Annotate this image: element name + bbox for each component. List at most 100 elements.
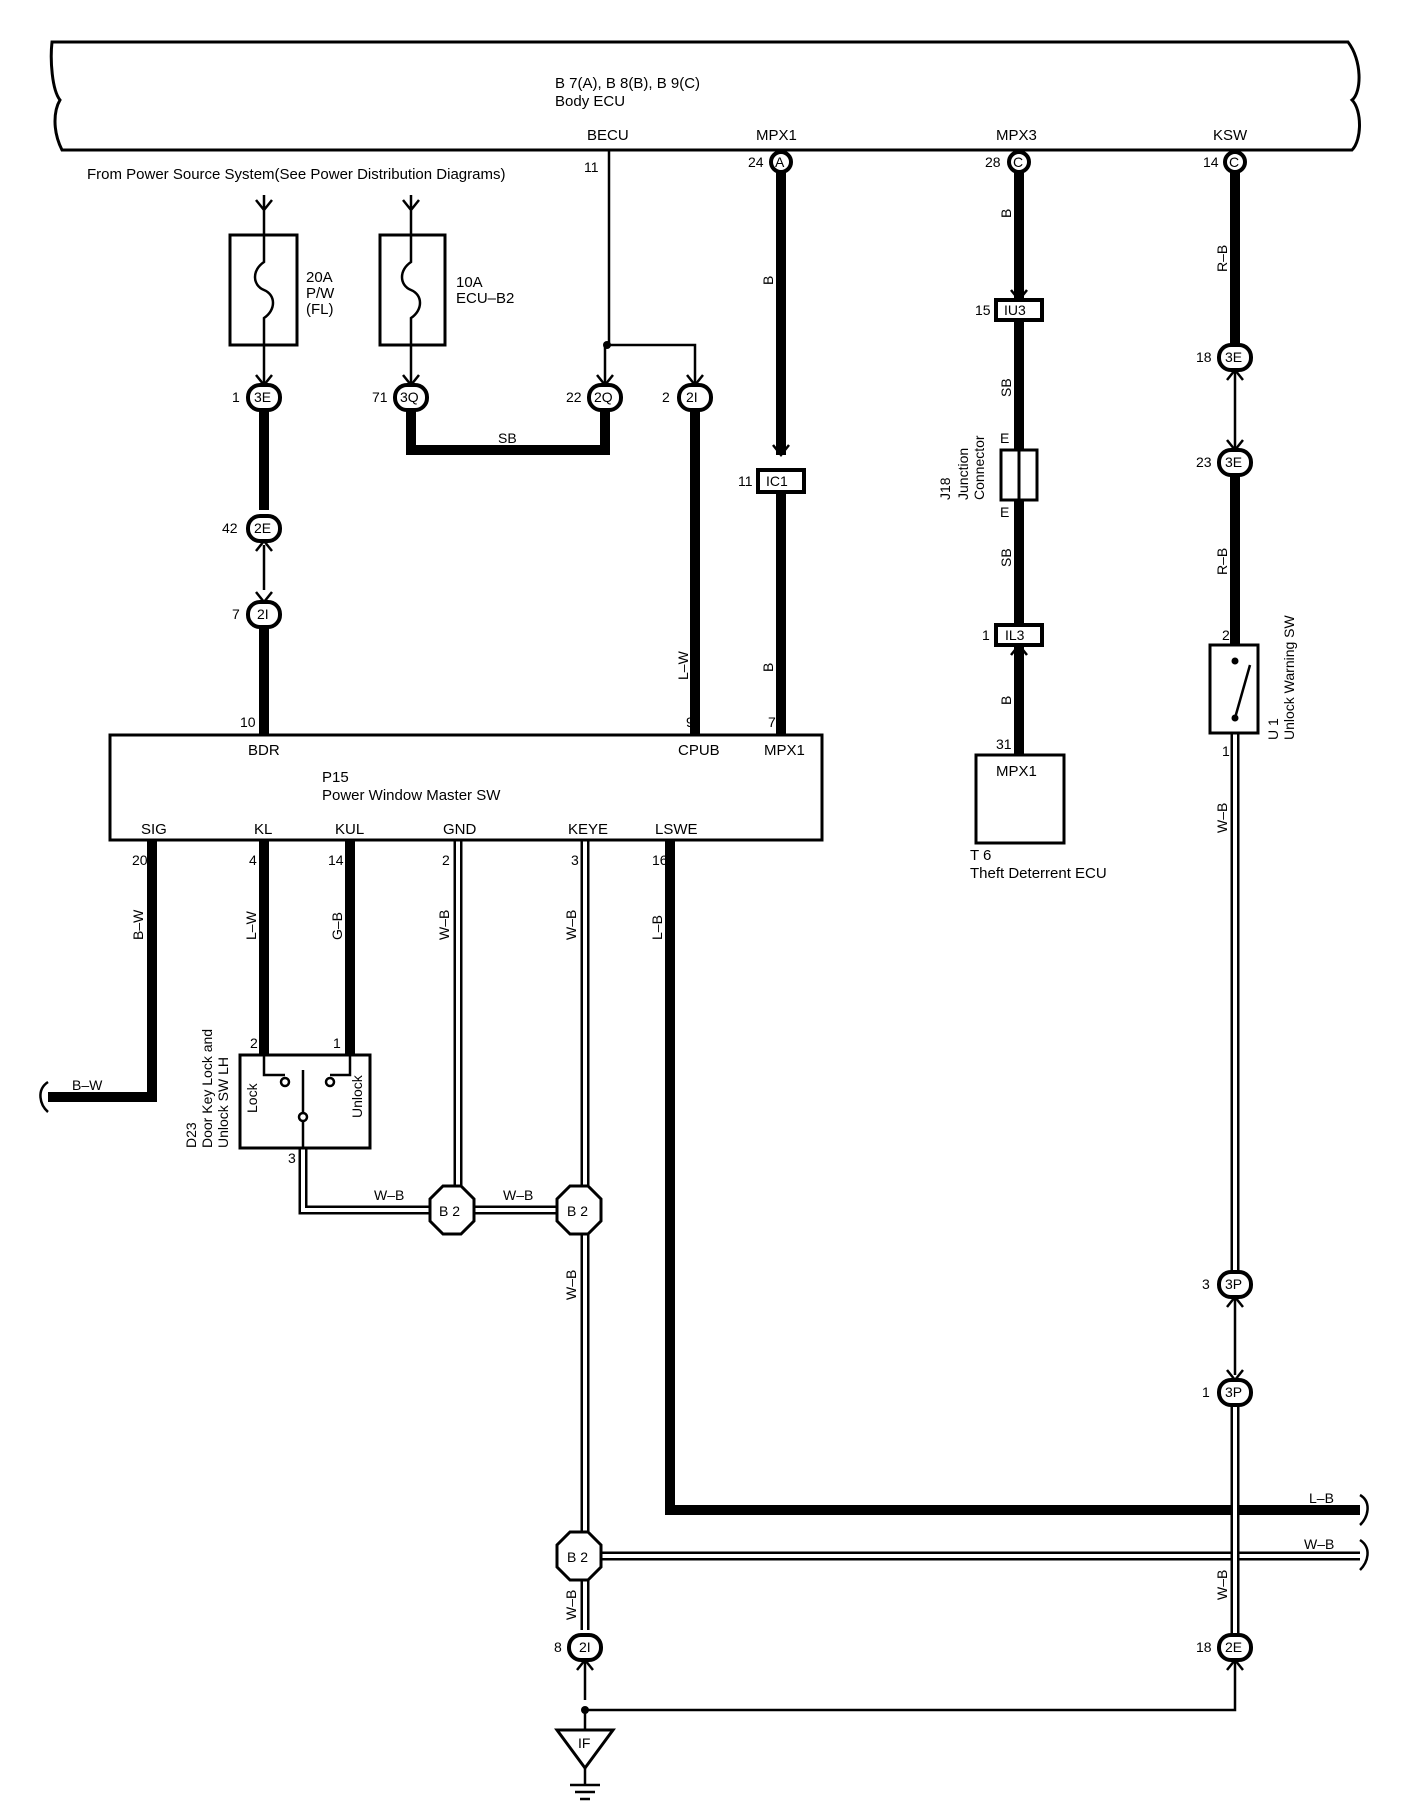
svg-text:W–B: W–B (436, 910, 452, 940)
connector-2i-8: 2I 8 (554, 1633, 603, 1671)
power-source-note: From Power Source System(See Power Distr… (87, 166, 505, 183)
fuse-20a: 20A P/W (FL) (228, 195, 335, 347)
svg-text:MPX1: MPX1 (996, 763, 1037, 780)
body-ecu-codes: B 7(A), B 8(B), B 9(C) (555, 75, 700, 92)
svg-text:BDR: BDR (248, 742, 280, 759)
svg-text:3: 3 (571, 852, 579, 868)
svg-text:Power Window Master SW: Power Window Master SW (322, 787, 501, 804)
junction-connector-j18: J18 Junction Connector (937, 435, 1039, 502)
svg-text:9: 9 (686, 714, 694, 730)
svg-text:SB: SB (998, 378, 1014, 397)
svg-text:W–B: W–B (563, 910, 579, 940)
svg-text:W–B: W–B (1304, 1536, 1334, 1552)
ground-point-b2-1: B 2 (428, 1184, 476, 1236)
svg-text:E: E (1000, 430, 1009, 446)
svg-text:2E: 2E (254, 520, 271, 536)
svg-text:W–B: W–B (503, 1187, 533, 1203)
svg-text:W–B: W–B (1214, 1570, 1230, 1600)
svg-text:1: 1 (1222, 743, 1230, 759)
svg-text:2I: 2I (579, 1639, 591, 1655)
connector-2e-18: 2E 18 (1196, 1633, 1253, 1671)
connector-ic1-11: IC1 11 (738, 444, 806, 494)
svg-text:11: 11 (738, 473, 753, 489)
svg-text:U 1: U 1 (1265, 718, 1281, 740)
svg-text:A: A (775, 154, 785, 170)
connector-2q-22: 2Q 22 (566, 374, 623, 412)
pin-label-mpx3: MPX3 (996, 127, 1037, 144)
ground-if: IF (554, 1728, 616, 1801)
svg-text:L–B: L–B (1309, 1490, 1334, 1506)
connector-2e-42: 2E 42 (222, 514, 282, 552)
svg-text:2I: 2I (686, 389, 698, 405)
svg-text:16: 16 (652, 852, 668, 868)
svg-text:R–B: R–B (1214, 548, 1230, 575)
svg-text:SIG: SIG (141, 821, 167, 838)
svg-text:MPX1: MPX1 (764, 742, 805, 759)
svg-text:3P: 3P (1225, 1384, 1242, 1400)
svg-text:1: 1 (1202, 1384, 1210, 1400)
svg-text:42: 42 (222, 520, 238, 536)
svg-text:Theft Deterrent ECU: Theft Deterrent ECU (970, 865, 1107, 882)
svg-text:1: 1 (232, 389, 240, 405)
connector-il3-1: IL3 1 (982, 623, 1044, 656)
svg-text:SB: SB (498, 430, 517, 446)
svg-text:LSWE: LSWE (655, 821, 698, 838)
connector-3p-1: 3P 1 (1202, 1369, 1253, 1407)
connector-3q-71: 3Q 71 (372, 374, 429, 412)
svg-text:D23: D23 (183, 1122, 199, 1148)
svg-text:KUL: KUL (335, 821, 364, 838)
svg-text:W–B: W–B (563, 1590, 579, 1620)
svg-text:CPUB: CPUB (678, 742, 720, 759)
pin-label-mpx1: MPX1 (756, 127, 797, 144)
svg-text:(FL): (FL) (306, 301, 334, 318)
svg-text:Unlock: Unlock (349, 1074, 365, 1118)
svg-text:2Q: 2Q (594, 389, 613, 405)
ground-point-b2-3: B 2 (555, 1530, 603, 1582)
pin-num-mpx3: 28 (985, 154, 1001, 170)
ground-point-b2-2: B 2 (555, 1184, 603, 1236)
svg-text:B: B (760, 276, 776, 285)
svg-text:J18: J18 (937, 477, 953, 500)
connector-iu3-15: IU3 15 (975, 289, 1044, 322)
svg-text:2: 2 (442, 852, 450, 868)
svg-text:3E: 3E (1225, 349, 1242, 365)
svg-text:3Q: 3Q (400, 389, 419, 405)
svg-text:18: 18 (1196, 349, 1212, 365)
theft-deterrent-ecu: MPX1 31 T 6 Theft Deterrent ECU (970, 736, 1107, 882)
unlock-warning-sw: 2 1 U 1 Unlock Warning SW (1208, 614, 1297, 759)
connector-c-ksw: C (1223, 150, 1247, 174)
body-ecu: B 7(A), B 8(B), B 9(C) Body ECU BECU MPX… (49, 40, 1361, 175)
svg-text:14: 14 (328, 852, 344, 868)
svg-text:Connector: Connector (971, 435, 987, 500)
connector-3p-3: 3P 3 (1202, 1270, 1253, 1308)
svg-text:B 2: B 2 (567, 1549, 588, 1565)
svg-text:Unlock Warning SW: Unlock Warning SW (1281, 614, 1297, 740)
svg-text:W–B: W–B (1214, 803, 1230, 833)
svg-text:R–B: R–B (1214, 245, 1230, 272)
svg-text:IU3: IU3 (1004, 302, 1026, 318)
fuse-10a: 10A ECU–B2 (378, 195, 514, 347)
svg-text:10: 10 (240, 714, 256, 730)
connector-3e-1: 3E 1 (232, 374, 282, 412)
connector-2i-7: 2I 7 (232, 591, 282, 629)
svg-text:2: 2 (662, 389, 670, 405)
svg-text:SB: SB (998, 548, 1014, 567)
svg-text:KL: KL (254, 821, 272, 838)
svg-text:G–B: G–B (329, 912, 345, 940)
wire-color-labels: SB B B L–W B SB SB B E E R–B R–B W–B W–B… (72, 209, 1334, 1620)
svg-text:3E: 3E (1225, 454, 1242, 470)
svg-text:IF: IF (578, 1735, 590, 1751)
svg-text:KEYE: KEYE (568, 821, 608, 838)
svg-text:4: 4 (249, 852, 257, 868)
svg-text:B: B (760, 663, 776, 672)
svg-text:22: 22 (566, 389, 582, 405)
svg-text:B–W: B–W (72, 1077, 103, 1093)
svg-text:E: E (1000, 504, 1009, 520)
svg-text:B 2: B 2 (439, 1203, 460, 1219)
power-window-master-sw: P15 Power Window Master SW BDR CPUB MPX1… (108, 714, 824, 868)
svg-text:B 2: B 2 (567, 1203, 588, 1219)
svg-text:3: 3 (1202, 1276, 1210, 1292)
svg-text:L–B: L–B (649, 915, 665, 940)
pin-label-ksw: KSW (1213, 127, 1248, 144)
